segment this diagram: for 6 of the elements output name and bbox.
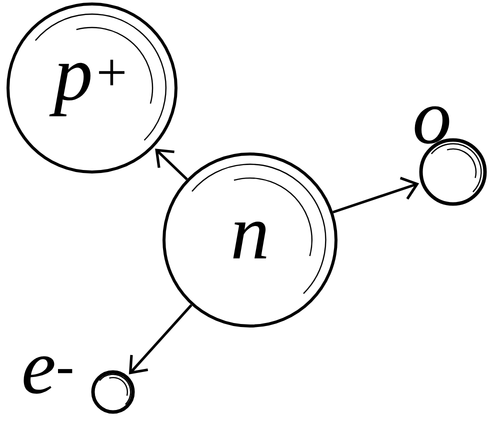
arrow [155, 148, 188, 180]
particle-label: o [414, 106, 450, 144]
arrow [128, 304, 192, 374]
particle-circle [91, 370, 135, 414]
arrow [332, 176, 420, 214]
particle-label: e$^{-}$ [24, 356, 72, 394]
